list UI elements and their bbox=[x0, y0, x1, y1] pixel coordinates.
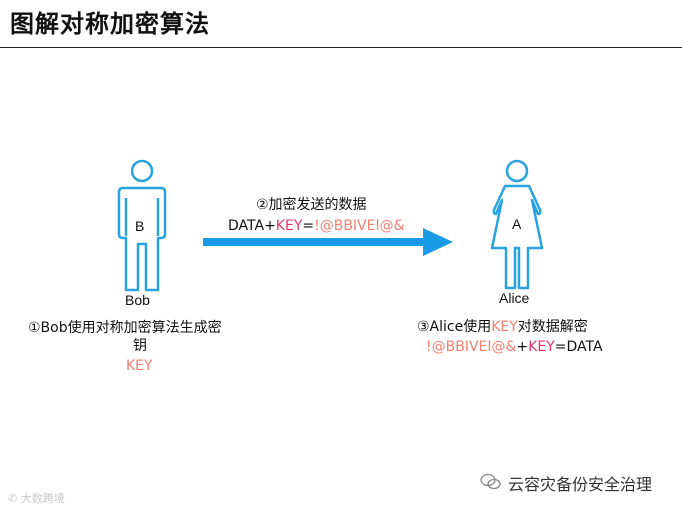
transfer-equals: = bbox=[302, 218, 315, 234]
bob-step-caption: ①Bob使用对称加密算法生成密 bbox=[28, 320, 222, 336]
alice-step-caption: ③Alice使用KEY对数据解密 bbox=[417, 318, 588, 336]
alice-cipher: !@BBIVEI@& bbox=[426, 339, 517, 355]
transfer-formula: DATA+KEY=!@BBIVEI@& bbox=[228, 217, 405, 235]
transfer-cipher: !@BBIVEI@& bbox=[314, 218, 405, 234]
bob-step-caption-wrap: 钥 bbox=[133, 338, 147, 354]
watermark-right: 云容灾备份安全治理 bbox=[508, 475, 653, 494]
page-title: 图解对称加密算法 bbox=[10, 9, 210, 38]
alice-step-key: KEY bbox=[491, 319, 518, 335]
alice-key: KEY bbox=[528, 339, 555, 355]
watermark-left: ✆ 大数跨境 bbox=[8, 492, 65, 505]
alice-name: Alice bbox=[499, 290, 530, 306]
transfer-key: KEY bbox=[275, 218, 303, 234]
transfer-data: DATA+ bbox=[228, 218, 276, 234]
alice-result: =DATA bbox=[554, 339, 603, 355]
wechat-icon bbox=[480, 472, 502, 496]
alice-plus: + bbox=[516, 339, 529, 355]
bob-figure-icon bbox=[113, 158, 171, 294]
alice-letter: A bbox=[512, 216, 522, 232]
weibo-icon: ✆ bbox=[8, 492, 21, 505]
bob-letter: B bbox=[135, 218, 145, 234]
bob-name: Bob bbox=[125, 292, 150, 308]
transfer-label: ②加密发送的数据 bbox=[256, 197, 367, 213]
alice-step-suffix: 对数据解密 bbox=[517, 319, 588, 335]
alice-figure-icon bbox=[488, 158, 546, 292]
alice-decrypt-formula: !@BBIVEI@&+KEY=DATA bbox=[426, 338, 603, 356]
bob-key-label: KEY bbox=[126, 358, 153, 374]
alice-step-prefix: ③Alice使用 bbox=[417, 319, 492, 335]
title-divider bbox=[0, 47, 682, 48]
transfer-arrow-icon bbox=[203, 228, 453, 260]
